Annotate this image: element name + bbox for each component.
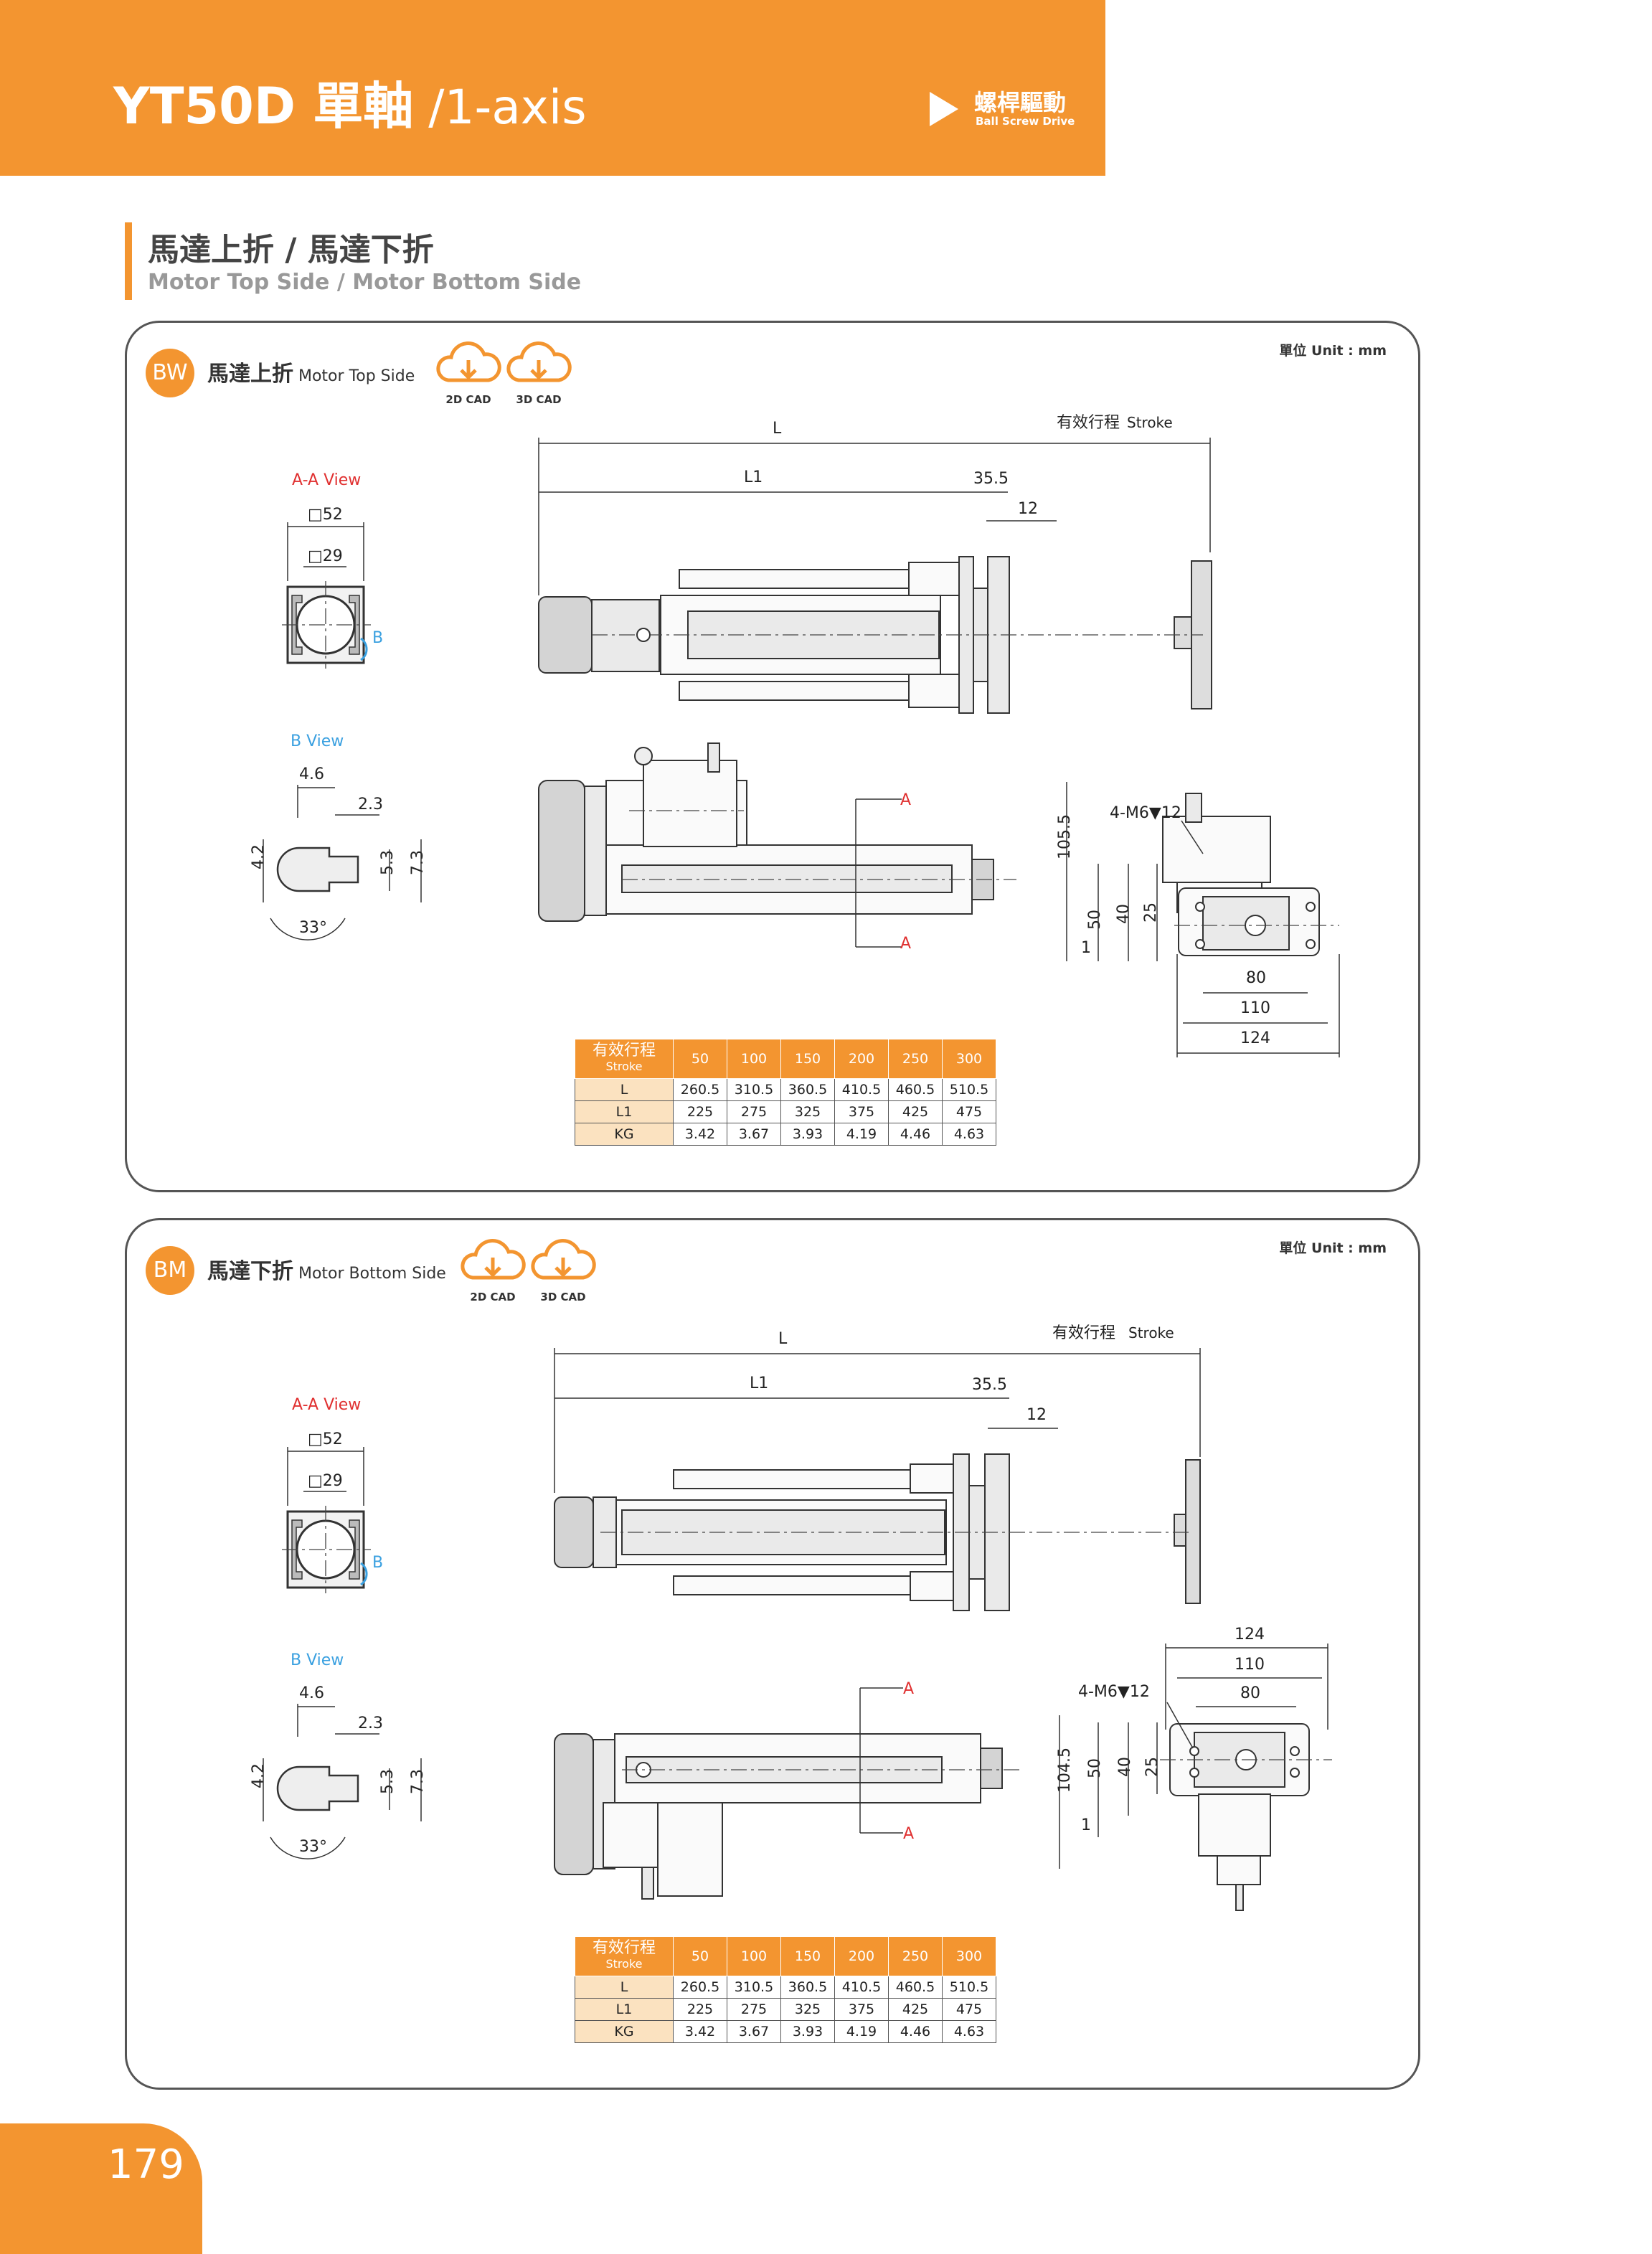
- svg-text:□29: □29: [308, 1472, 343, 1490]
- svg-text:Stroke: Stroke: [1127, 414, 1173, 431]
- technical-drawing: A-A View □52 □29 B B View 4.6 2.3 4.2 5.…: [250, 1324, 1332, 1911]
- svg-text:35.5: 35.5: [972, 1376, 1007, 1394]
- category-label-en: Ball Screw Drive: [976, 115, 1075, 128]
- cloud-download-icon: [461, 1239, 526, 1280]
- cad-2d-download[interactable]: 2D CAD: [435, 337, 501, 406]
- svg-text:80: 80: [1240, 1684, 1260, 1702]
- model-badge: BW: [146, 349, 194, 397]
- aa-view-label: A-A View: [292, 1396, 361, 1414]
- play-arrow-icon: [930, 92, 958, 126]
- svg-text:□52: □52: [308, 1430, 343, 1448]
- motor-side: [538, 780, 585, 922]
- svg-text:40: 40: [1115, 904, 1133, 924]
- unit-label: 單位 Unit : mm: [1279, 1240, 1387, 1256]
- svg-text:B: B: [372, 1554, 383, 1572]
- svg-text:L: L: [778, 1330, 788, 1348]
- svg-text:5.3: 5.3: [379, 850, 397, 875]
- svg-text:1: 1: [1081, 1816, 1091, 1834]
- section-title: 馬達上折 / 馬達下折: [148, 232, 434, 268]
- svg-text:25: 25: [1143, 1757, 1161, 1777]
- b-view-label: B View: [291, 1651, 344, 1669]
- svg-text:4-M6▼12: 4-M6▼12: [1078, 1683, 1150, 1701]
- panel-motor-top-side: BW 馬達上折 Motor Top Side 2D CAD 3D CAD 單位 …: [125, 321, 1420, 1192]
- svg-text:110: 110: [1235, 1656, 1265, 1674]
- svg-text:50: 50: [1086, 910, 1104, 930]
- svg-text:105.5: 105.5: [1056, 814, 1074, 859]
- svg-text:110: 110: [1240, 999, 1270, 1017]
- svg-text:124: 124: [1235, 1626, 1265, 1644]
- panel-title: 馬達下折 Motor Bottom Side: [207, 1259, 446, 1284]
- svg-text:A: A: [903, 1680, 914, 1698]
- svg-text:4.6: 4.6: [299, 765, 324, 783]
- svg-text:有效行程: 有效行程: [1057, 414, 1120, 432]
- aa-view-label: A-A View: [292, 471, 361, 489]
- svg-text:104.5: 104.5: [1056, 1748, 1074, 1793]
- page-title: YT50D 單軸 /1-axis: [113, 77, 587, 136]
- svg-text:35.5: 35.5: [973, 470, 1009, 488]
- technical-drawing: A-A View □52 □29 B B View 4.6 2.3 4.2 5.…: [250, 414, 1340, 1057]
- svg-text:4.2: 4.2: [250, 844, 268, 869]
- svg-text:1: 1: [1081, 939, 1091, 957]
- svg-text:7.3: 7.3: [409, 1769, 427, 1794]
- svg-text:4.6: 4.6: [299, 1684, 324, 1702]
- model-badge: BM: [146, 1246, 194, 1295]
- svg-text:33°: 33°: [299, 1838, 327, 1856]
- svg-text:4.2: 4.2: [250, 1763, 268, 1788]
- svg-text:A: A: [900, 791, 911, 809]
- svg-text:B: B: [372, 629, 383, 647]
- svg-text:4-M6▼12: 4-M6▼12: [1110, 804, 1181, 822]
- cad-3d-download[interactable]: 3D CAD: [506, 337, 572, 406]
- motor-block: [538, 596, 593, 674]
- svg-text:50: 50: [1086, 1758, 1104, 1778]
- cad-2d-download[interactable]: 2D CAD: [460, 1235, 526, 1303]
- cad-3d-download[interactable]: 3D CAD: [530, 1235, 596, 1303]
- svg-text:2.3: 2.3: [358, 796, 383, 814]
- svg-text:2.3: 2.3: [358, 1715, 383, 1732]
- svg-text:A: A: [903, 1825, 914, 1843]
- b-view-label: B View: [291, 732, 344, 750]
- unit-label: 單位 Unit : mm: [1279, 343, 1387, 359]
- svg-text:L1: L1: [744, 468, 763, 486]
- dim-29: □29: [308, 547, 343, 565]
- section-accent-bar: [125, 222, 132, 300]
- dim-52: □52: [308, 506, 343, 524]
- svg-text:33°: 33°: [299, 919, 327, 937]
- svg-text:有效行程: 有效行程: [1052, 1324, 1115, 1342]
- cloud-download-icon: [506, 341, 572, 382]
- svg-text:80: 80: [1246, 969, 1266, 987]
- svg-text:5.3: 5.3: [379, 1769, 397, 1794]
- page-number: 179: [108, 2141, 184, 2188]
- svg-text:L: L: [773, 420, 782, 438]
- svg-text:A: A: [900, 935, 911, 953]
- category-label: 螺桿驅動: [974, 89, 1067, 116]
- svg-text:12: 12: [1018, 500, 1038, 518]
- page-number-tab: [0, 2123, 202, 2254]
- cloud-download-icon: [531, 1239, 596, 1280]
- cloud-download-icon: [436, 341, 501, 382]
- svg-text:L1: L1: [750, 1374, 768, 1392]
- svg-text:124: 124: [1240, 1029, 1270, 1047]
- t-slot-profile: [276, 847, 359, 892]
- section-subtitle: Motor Top Side / Motor Bottom Side: [148, 270, 582, 295]
- svg-text:Stroke: Stroke: [1128, 1324, 1174, 1341]
- svg-text:40: 40: [1116, 1757, 1134, 1777]
- panel-title: 馬達上折 Motor Top Side: [207, 362, 415, 387]
- panel-motor-bottom-side: BM 馬達下折 Motor Bottom Side 2D CAD 3D CAD …: [125, 1218, 1420, 2090]
- svg-text:12: 12: [1026, 1406, 1047, 1424]
- header-banner: YT50D 單軸 /1-axis 螺桿驅動 Ball Screw Drive: [0, 0, 1105, 176]
- svg-text:7.3: 7.3: [409, 850, 427, 875]
